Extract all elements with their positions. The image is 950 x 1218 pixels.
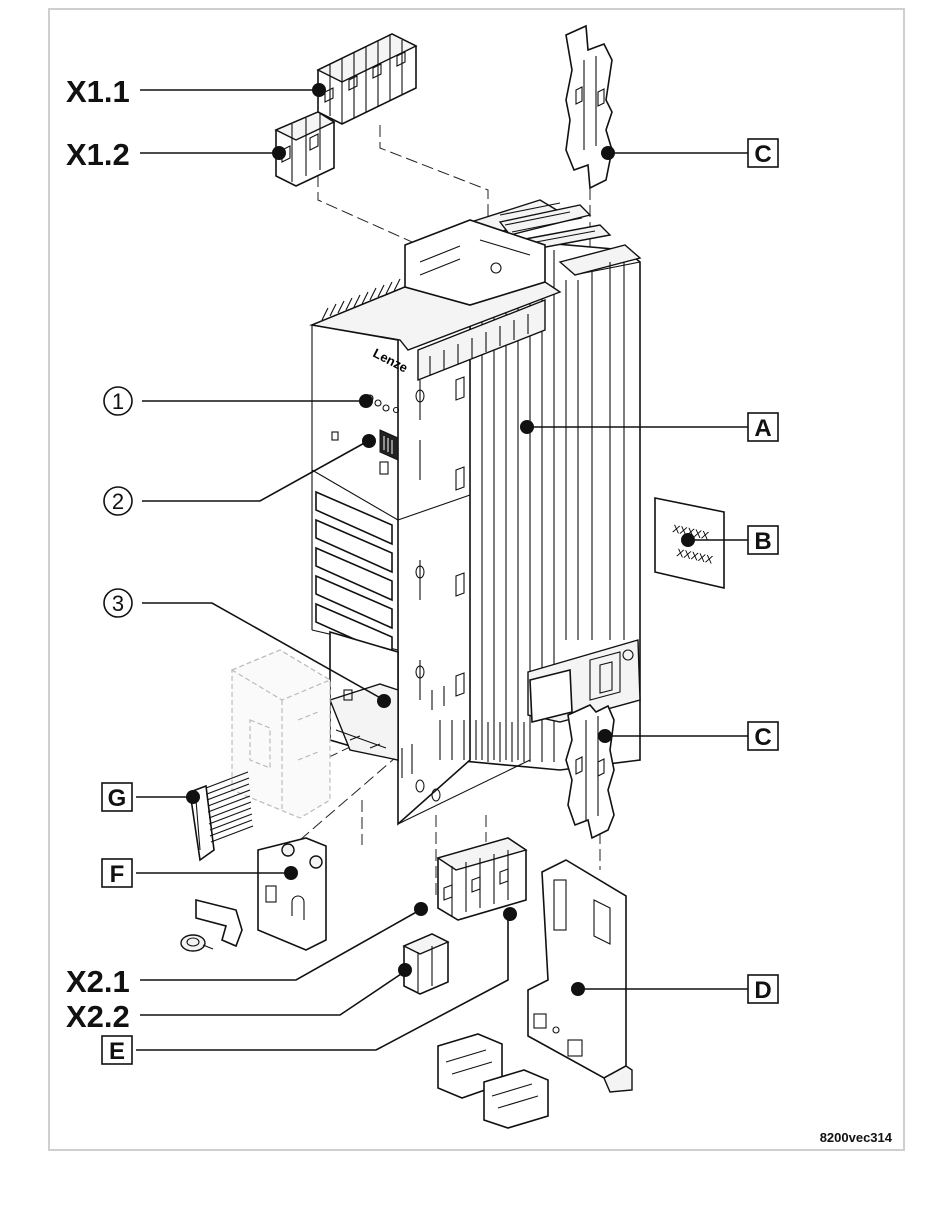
box-label-d: D (747, 974, 779, 1004)
box-label-e: E (101, 1035, 133, 1065)
figure-code: 8200vec314 (820, 1130, 893, 1145)
svg-text:3: 3 (112, 591, 124, 616)
svg-text:E: E (109, 1038, 125, 1065)
callout-3: ③ 3 (103, 588, 133, 618)
leader-lines (136, 83, 748, 1051)
svg-text:B: B (754, 528, 771, 555)
box-label-a: A (747, 412, 779, 442)
shield-plate-c-bottom (565, 704, 615, 840)
component-g-connector (189, 771, 254, 862)
svg-text:D: D (754, 977, 771, 1004)
aif-interface-socket (379, 429, 399, 461)
terminal-x2-1 (436, 837, 528, 921)
svg-text:C: C (754, 141, 771, 168)
label-x1-1: X1.1 (66, 74, 130, 109)
svg-text:1: 1 (112, 389, 124, 414)
shield-clamps (437, 1033, 549, 1129)
shield-plate-c-top (565, 24, 613, 190)
svg-text:2: 2 (112, 489, 124, 514)
terminal-x1-2 (274, 111, 336, 187)
box-label-c-top: C (747, 138, 779, 168)
svg-text:G: G (108, 785, 127, 812)
option-module-ghost (230, 649, 332, 819)
svg-text:A: A (754, 415, 771, 442)
connector-pins (205, 771, 254, 843)
box-label-c-bottom: C (747, 721, 779, 751)
box-label-g: G (101, 782, 133, 812)
slot-covers (315, 490, 393, 658)
terminal-x1-1 (316, 33, 418, 125)
label-x2-1: X2.1 (66, 964, 130, 999)
label-x1-2: X1.2 (66, 137, 130, 172)
svg-text:F: F (110, 861, 125, 888)
component-f-shield-plate (180, 837, 327, 952)
svg-text:C: C (754, 724, 771, 751)
component-d-mounting-bracket (437, 859, 633, 1129)
screw (180, 934, 214, 952)
label-x2-2: X2.2 (66, 999, 130, 1034)
callout-2: ② 2 (103, 486, 133, 516)
shield-clip (195, 898, 243, 948)
box-label-b: B (747, 525, 779, 555)
box-label-f: F (101, 858, 133, 888)
callout-1: ① 1 (103, 386, 133, 416)
terminal-x2-2 (402, 933, 450, 995)
figure-frame (48, 8, 905, 1151)
